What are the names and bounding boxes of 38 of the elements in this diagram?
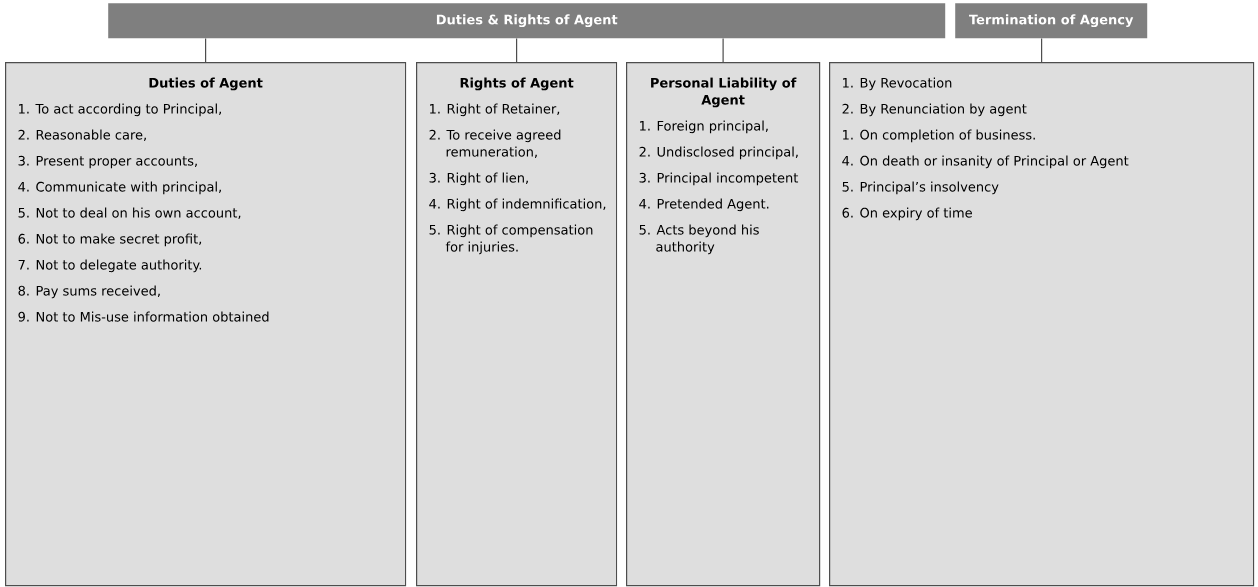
list-item: 4. Right of indemnification, bbox=[429, 198, 606, 212]
list-item: 9. Not to Mis-use information obtained bbox=[18, 311, 269, 322]
list-item: 3. Principal incompetent bbox=[639, 172, 799, 186]
list-item: 3. Right of lien, bbox=[429, 172, 528, 186]
header-bar: Termination of Agency bbox=[955, 3, 1148, 39]
list-box bbox=[626, 62, 821, 587]
list-item: 2. Reasonable care, bbox=[18, 129, 146, 141]
list-item: 2. Undisclosed principal, bbox=[639, 146, 798, 160]
list-item: 1. By Revocation bbox=[843, 77, 952, 91]
list-item: 2. To receive agreed remuneration, bbox=[429, 129, 561, 158]
list-box bbox=[416, 62, 618, 587]
list-item: 1. On completion of business. bbox=[843, 129, 1035, 143]
list-item: 1. Right of Retainer, bbox=[430, 103, 560, 117]
list-item: 3. Present proper accounts, bbox=[18, 155, 197, 169]
connector-line bbox=[722, 37, 724, 63]
list-item: 6. Not to make secret profit, bbox=[18, 233, 202, 247]
header-bar: Duties & Rights of Agent bbox=[108, 3, 946, 39]
list-item: 4. On death or insanity of Principal or Agent bbox=[842, 155, 1129, 169]
box-heading: Personal Liability of Agent bbox=[651, 77, 797, 108]
list-item: 1. To act according to Principal, bbox=[19, 103, 221, 117]
list-item: 5. Acts beyond his authority bbox=[639, 224, 759, 255]
list-item: 5. Right of compensation for injuries. bbox=[429, 224, 593, 255]
list-item: 8. Pay sums received, bbox=[18, 285, 160, 299]
list-item: 4. Communicate with principal, bbox=[18, 181, 221, 195]
list-item: 5. Not to deal on his own account, bbox=[18, 207, 241, 219]
connector-line bbox=[516, 37, 518, 63]
box-heading: Rights of Agent bbox=[460, 77, 574, 91]
list-item: 4. Pretended Agent. bbox=[639, 198, 769, 212]
list-item: 2. By Renunciation by agent bbox=[842, 103, 1027, 117]
list-item: 1. Foreign principal, bbox=[640, 120, 768, 134]
connector-line bbox=[1041, 37, 1043, 63]
list-item: 5. Principal’s insolvency bbox=[842, 181, 999, 195]
list-box bbox=[829, 62, 1255, 587]
list-item: 7. Not to delegate authority. bbox=[18, 259, 202, 273]
list-box bbox=[5, 62, 407, 587]
box-heading: Duties of Agent bbox=[149, 77, 263, 91]
connector-line bbox=[205, 37, 207, 63]
list-item: 6. On expiry of time bbox=[842, 207, 972, 221]
